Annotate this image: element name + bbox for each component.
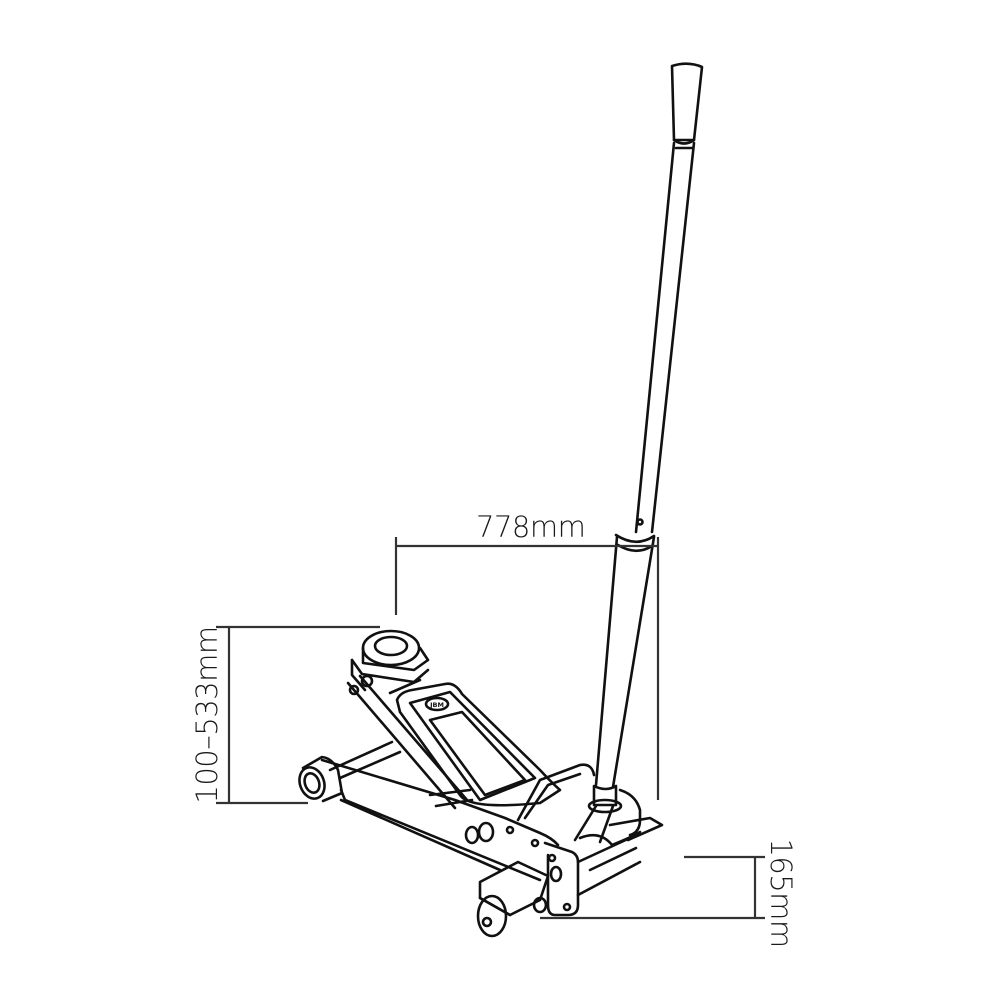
rear-caster: [476, 860, 550, 938]
rear-frame: [516, 763, 664, 897]
svg-text:JBM: JBM: [429, 701, 444, 709]
height-dimension-label: 165mm: [764, 838, 798, 948]
jbm-logo-badge: [424, 696, 450, 712]
saddle: [348, 629, 430, 696]
lift-range-dimension-label: 100–533mm: [190, 626, 224, 804]
cross-brace: [328, 740, 474, 808]
handle: [587, 62, 704, 814]
length-dimension-label: 778mm: [476, 510, 586, 544]
lift-arm: JBM: [346, 674, 562, 810]
dimension-lines: [216, 537, 765, 920]
side-frame: [320, 758, 580, 917]
